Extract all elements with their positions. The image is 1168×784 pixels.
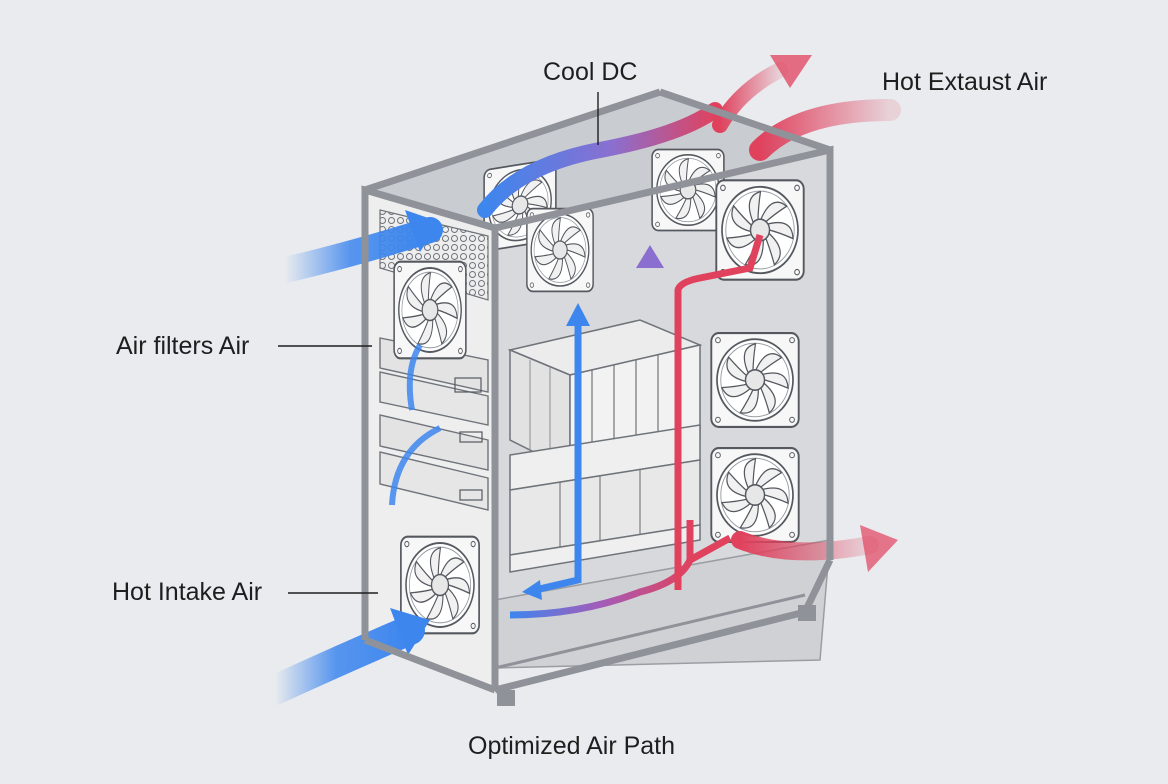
- airflow-arrow-icon: [749, 99, 901, 161]
- airflow-arrow-icon: [477, 102, 723, 218]
- leader-lines: [278, 92, 599, 594]
- airflow-arrow-icon: [272, 217, 443, 283]
- airflow-arrow-icon: [389, 425, 442, 506]
- airflow-arrow-icon: [566, 303, 590, 326]
- airflow-arrow-icon: [522, 580, 542, 600]
- airflow-arrow-icon: [406, 343, 423, 411]
- fan-icon: [710, 332, 800, 428]
- airflow-arrow-icon: [390, 608, 430, 655]
- diagram-caption: Optimized Air Path: [468, 732, 676, 760]
- airflow-arrow-icon: [636, 245, 664, 268]
- airflow-arrow-icon: [674, 233, 764, 590]
- airflow-arrow-icon: [405, 210, 440, 252]
- airflow-arrow-icon: [860, 525, 898, 572]
- fan-icon: [393, 260, 467, 360]
- label-hot-intake-air: Hot Intake Air: [112, 578, 263, 606]
- airflow-arrow-icon: [731, 531, 879, 561]
- fan-icon: [715, 179, 805, 281]
- label-cool-dc: Cool DC: [543, 58, 638, 86]
- fan-icon: [710, 447, 800, 543]
- airflow-arrow-icon: [770, 55, 812, 88]
- server-modules: [507, 319, 703, 573]
- label-air-filters: Air filters Air: [116, 332, 250, 360]
- airflow-arrows: [260, 55, 901, 705]
- airflow-arrow-icon: [509, 520, 694, 619]
- case-frame: [361, 88, 834, 694]
- airflow-arrow-icon: [260, 615, 425, 705]
- label-hot-exhaust-air: Hot Extaust Air: [882, 68, 1048, 96]
- airflow-arrow-icon: [688, 534, 732, 564]
- case-feet: [497, 605, 816, 706]
- airflow-arrow-icon: [534, 325, 582, 594]
- airflow-arrow-icon: [712, 62, 788, 133]
